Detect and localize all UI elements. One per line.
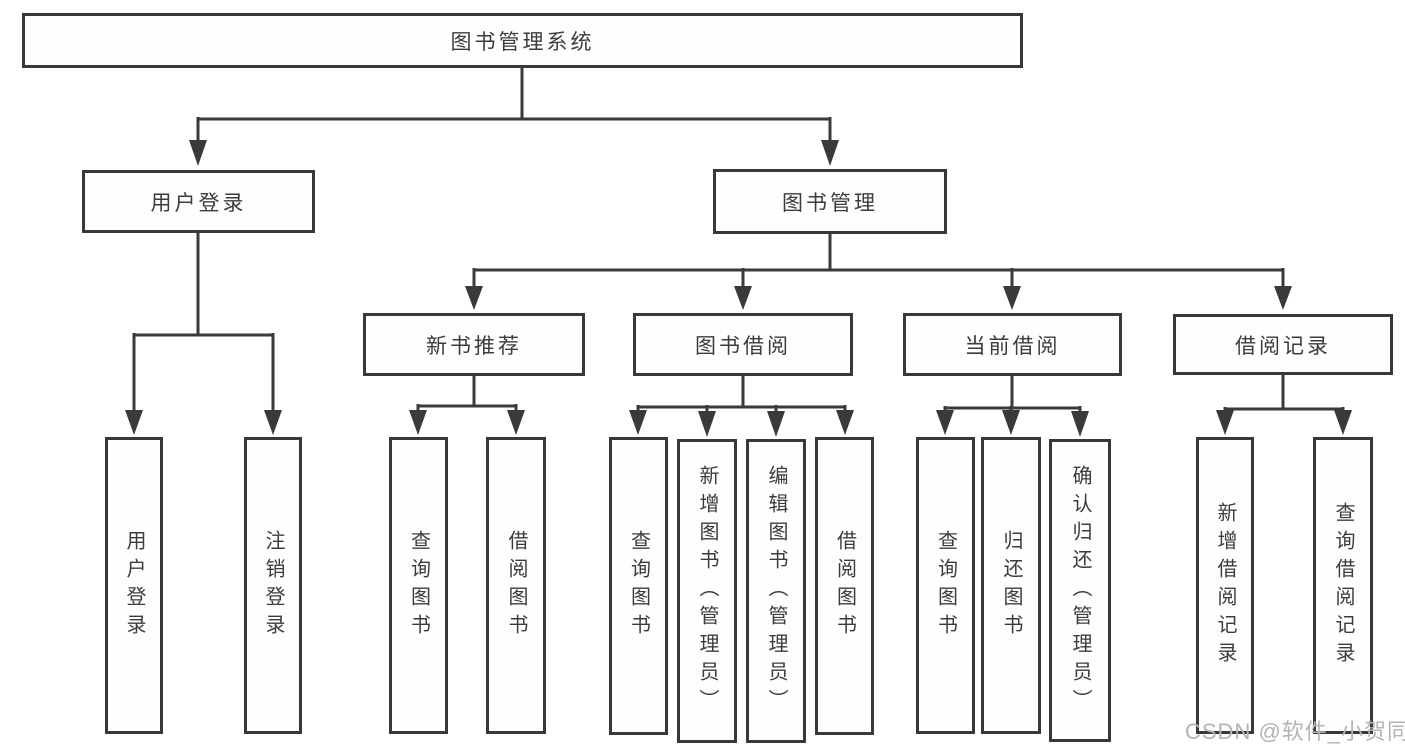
node-new-book-recommend: 新书推荐 bbox=[363, 313, 585, 376]
leaf-current-return-label: 归还图书 bbox=[1000, 529, 1022, 642]
leaf-borrow-query: 查询图书 bbox=[609, 437, 668, 735]
leaf-logout-label: 注销登录 bbox=[262, 529, 284, 642]
node-book-management: 图书管理 bbox=[713, 169, 947, 234]
leaf-current-confirm-admin: 确认归还（管理员） bbox=[1049, 439, 1111, 742]
leaf-borrow-edit-admin-label: 编辑图书（管理员） bbox=[765, 465, 787, 717]
node-root: 图书管理系统 bbox=[22, 13, 1023, 68]
leaf-current-confirm-admin-label: 确认归还（管理员） bbox=[1069, 464, 1091, 717]
leaf-newbooks-borrow-label: 借阅图书 bbox=[505, 529, 527, 642]
leaf-current-return: 归还图书 bbox=[981, 437, 1041, 734]
node-book-borrow-label: 图书借阅 bbox=[695, 334, 791, 358]
leaf-records-query-label: 查询借阅记录 bbox=[1332, 501, 1354, 670]
connector-arrowheads bbox=[125, 140, 1352, 437]
node-book-borrow: 图书借阅 bbox=[633, 313, 853, 376]
leaf-current-query-label: 查询图书 bbox=[934, 529, 957, 642]
leaf-borrow-add-admin: 新增图书（管理员） bbox=[677, 439, 737, 743]
leaf-borrow-query-label: 查询图书 bbox=[627, 530, 650, 642]
node-borrow-records-label: 借阅记录 bbox=[1235, 334, 1331, 358]
leaf-borrow-add-admin-label: 新增图书（管理员） bbox=[696, 465, 718, 717]
leaf-records-add-label: 新增借阅记录 bbox=[1214, 501, 1236, 670]
leaf-borrow-edit-admin: 编辑图书（管理员） bbox=[746, 439, 806, 743]
leaf-user-login-label: 用户登录 bbox=[123, 529, 145, 642]
leaf-logout: 注销登录 bbox=[244, 437, 302, 734]
leaf-newbooks-query-label: 查询图书 bbox=[407, 529, 430, 642]
node-user-login-label: 用户登录 bbox=[150, 191, 247, 215]
leaf-records-add: 新增借阅记录 bbox=[1196, 437, 1254, 734]
node-new-book-recommend-label: 新书推荐 bbox=[426, 334, 522, 358]
leaf-records-query: 查询借阅记录 bbox=[1313, 437, 1373, 734]
leaf-user-login: 用户登录 bbox=[105, 437, 163, 734]
leaf-newbooks-borrow: 借阅图书 bbox=[486, 437, 546, 734]
node-current-borrow-label: 当前借阅 bbox=[964, 334, 1061, 358]
node-current-borrow: 当前借阅 bbox=[903, 313, 1122, 376]
node-book-management-label: 图书管理 bbox=[782, 191, 878, 215]
node-borrow-records: 借阅记录 bbox=[1173, 314, 1393, 375]
leaf-newbooks-query: 查询图书 bbox=[389, 437, 448, 734]
csdn-watermark: CSDN @软件_小贺同学 bbox=[1185, 719, 1405, 744]
node-user-login: 用户登录 bbox=[82, 170, 315, 233]
leaf-current-query: 查询图书 bbox=[916, 437, 975, 734]
node-root-label: 图书管理系统 bbox=[450, 30, 595, 54]
leaf-borrow-borrow: 借阅图书 bbox=[815, 437, 874, 735]
leaf-borrow-borrow-label: 借阅图书 bbox=[833, 530, 856, 642]
